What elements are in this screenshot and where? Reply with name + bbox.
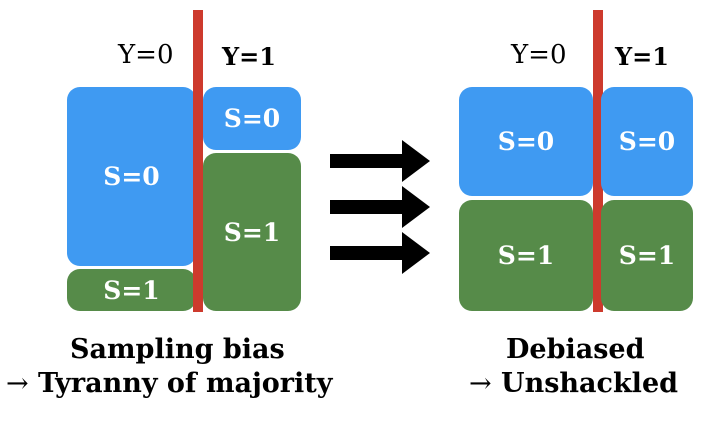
right-y1-s1-box: S=1 bbox=[601, 200, 693, 311]
left-caption-arrow-glyph: → bbox=[6, 368, 29, 399]
left-y0-label: Y=0 bbox=[118, 40, 174, 70]
right-y1-s0-box: S=0 bbox=[601, 87, 693, 196]
left-caption-line2: → Tyranny of majority bbox=[6, 367, 332, 400]
left-y0-s1-box: S=1 bbox=[67, 269, 196, 311]
right-y0-s0-box: S=0 bbox=[459, 87, 593, 196]
arrow-bottom-icon bbox=[330, 232, 430, 274]
right-y0-label: Y=0 bbox=[511, 40, 567, 70]
left-y0-s1-label: S=1 bbox=[103, 275, 160, 305]
right-y1-s1-label: S=1 bbox=[618, 241, 676, 270]
right-caption-line1: Debiased bbox=[506, 334, 645, 365]
left-divider bbox=[193, 10, 203, 312]
left-caption-line2-text: Tyranny of majority bbox=[38, 368, 333, 399]
arrow-top-icon bbox=[330, 140, 430, 182]
right-y0-s0-label: S=0 bbox=[497, 127, 555, 156]
arrow-middle-icon bbox=[330, 186, 430, 228]
right-y1-s0-label: S=0 bbox=[618, 127, 676, 156]
left-y0-s0-label: S=0 bbox=[103, 162, 160, 191]
left-y1-s0-box: S=0 bbox=[203, 87, 301, 150]
right-y1-label: Y=1 bbox=[615, 42, 669, 71]
right-caption-line2: → Unshackled bbox=[469, 367, 678, 400]
left-y1-s0-label: S=0 bbox=[223, 104, 281, 133]
right-divider bbox=[593, 10, 603, 312]
left-caption-line1: Sampling bias bbox=[70, 334, 285, 365]
right-caption-arrow-glyph: → bbox=[469, 368, 492, 399]
left-y1-label: Y=1 bbox=[222, 42, 276, 71]
left-y1-s1-label: S=1 bbox=[223, 217, 281, 247]
left-y0-s0-box: S=0 bbox=[67, 87, 196, 266]
right-caption-line2-text: Unshackled bbox=[501, 368, 678, 399]
right-y0-s1-box: S=1 bbox=[459, 200, 593, 311]
right-y0-s1-label: S=1 bbox=[497, 241, 555, 270]
left-y1-s1-box: S=1 bbox=[203, 153, 301, 311]
